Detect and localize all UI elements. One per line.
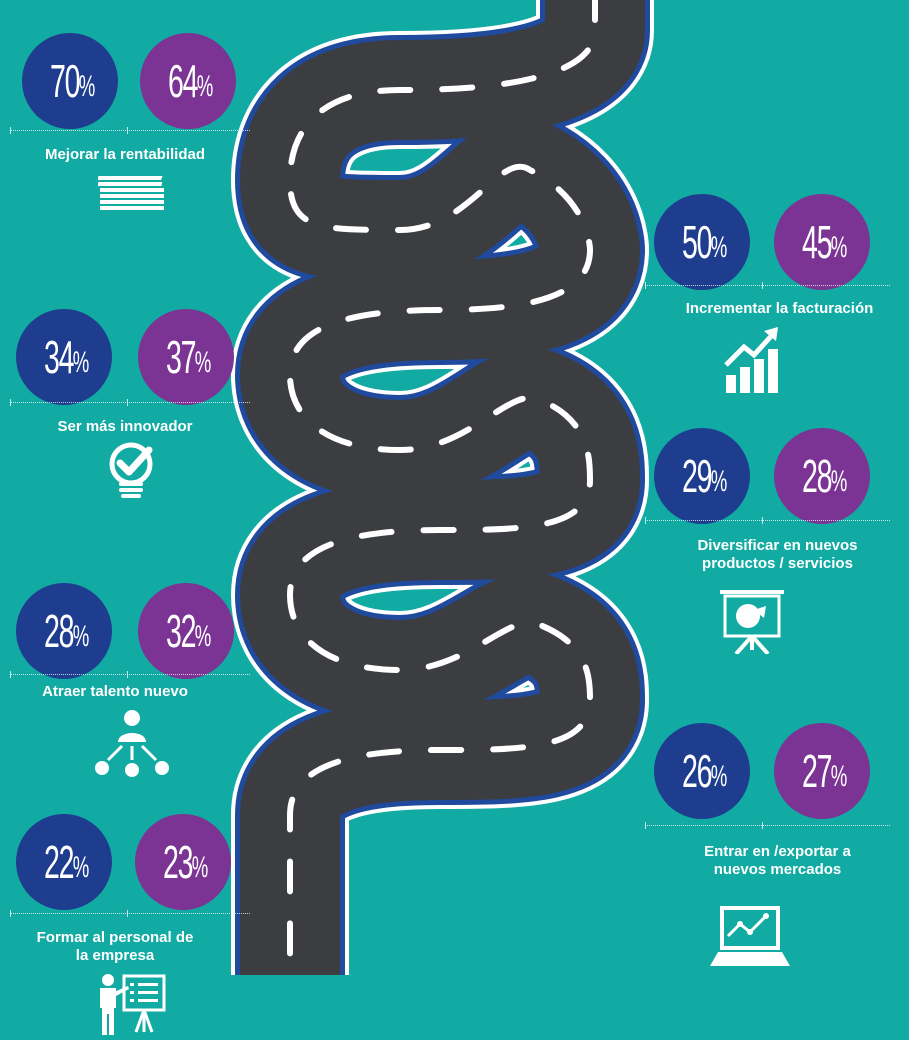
percent-sign: % [191,851,209,884]
percent-sign: % [830,760,848,793]
stat-value: 32 [166,605,196,657]
divider-line [10,399,250,406]
percent-sign: % [830,465,848,498]
stat-circle-blue: 70% [22,33,118,129]
goal-label: Entrar en /exportar a nuevos mercados [704,843,851,878]
growth-chart-icon [722,325,784,400]
stat-value: 27 [802,745,832,797]
stat-value: 50 [682,216,712,268]
stat-value: 28 [802,450,832,502]
stat-circle-purple: 27% [774,723,870,819]
divider-line [10,127,250,134]
percent-sign: % [194,620,212,653]
stat-value: 22 [44,836,74,888]
percent-sign: % [710,465,728,498]
laptop-chart-icon [710,906,790,973]
stat-value: 70 [50,55,80,107]
percent-sign: % [72,346,90,379]
projector-pie-icon [718,588,786,659]
goal-label: Diversificar en nuevos productos / servi… [697,537,858,572]
divider-line [645,282,890,289]
stat-circle-blue: 22% [16,814,112,910]
stat-value: 28 [44,605,74,657]
percent-sign: % [72,851,90,884]
goal-label: Ser más innovador [57,418,193,435]
stat-value: 23 [163,836,193,888]
stat-value: 37 [166,331,196,383]
stat-circle-blue: 50% [654,194,750,290]
stat-circle-purple: 64% [140,33,236,129]
stat-value: 34 [44,331,74,383]
goal-label: Mejorar la rentabilidad [44,146,206,163]
stat-circle-purple: 32% [138,583,234,679]
percent-sign: % [194,346,212,379]
stat-value: 45 [802,216,832,268]
stat-value: 26 [682,745,712,797]
percent-sign: % [72,620,90,653]
stat-circle-purple: 45% [774,194,870,290]
percent-sign: % [830,231,848,264]
divider-line [645,822,890,829]
stat-circle-blue: 26% [654,723,750,819]
stat-value: 29 [682,450,712,502]
divider-line [10,671,250,678]
stat-circle-blue: 29% [654,428,750,524]
stat-value: 64 [168,55,198,107]
lightbulb-check-icon [103,442,163,503]
stat-circle-purple: 28% [774,428,870,524]
stat-circle-purple: 37% [138,309,234,405]
percent-sign: % [710,760,728,793]
divider-line [10,910,250,917]
money-stack-icon [97,172,168,217]
goal-label: Incrementar la facturación [685,300,874,317]
goal-label: Formar al personal de la empresa [36,929,194,964]
presenter-board-icon [96,972,168,1040]
divider-line [645,517,890,524]
percent-sign: % [196,70,214,103]
percent-sign: % [78,70,96,103]
stat-circle-blue: 34% [16,309,112,405]
percent-sign: % [710,231,728,264]
stat-circle-purple: 23% [135,814,231,910]
talent-network-icon [92,708,172,783]
goal-label: Atraer talento nuevo [42,683,188,700]
stat-circle-blue: 28% [16,583,112,679]
